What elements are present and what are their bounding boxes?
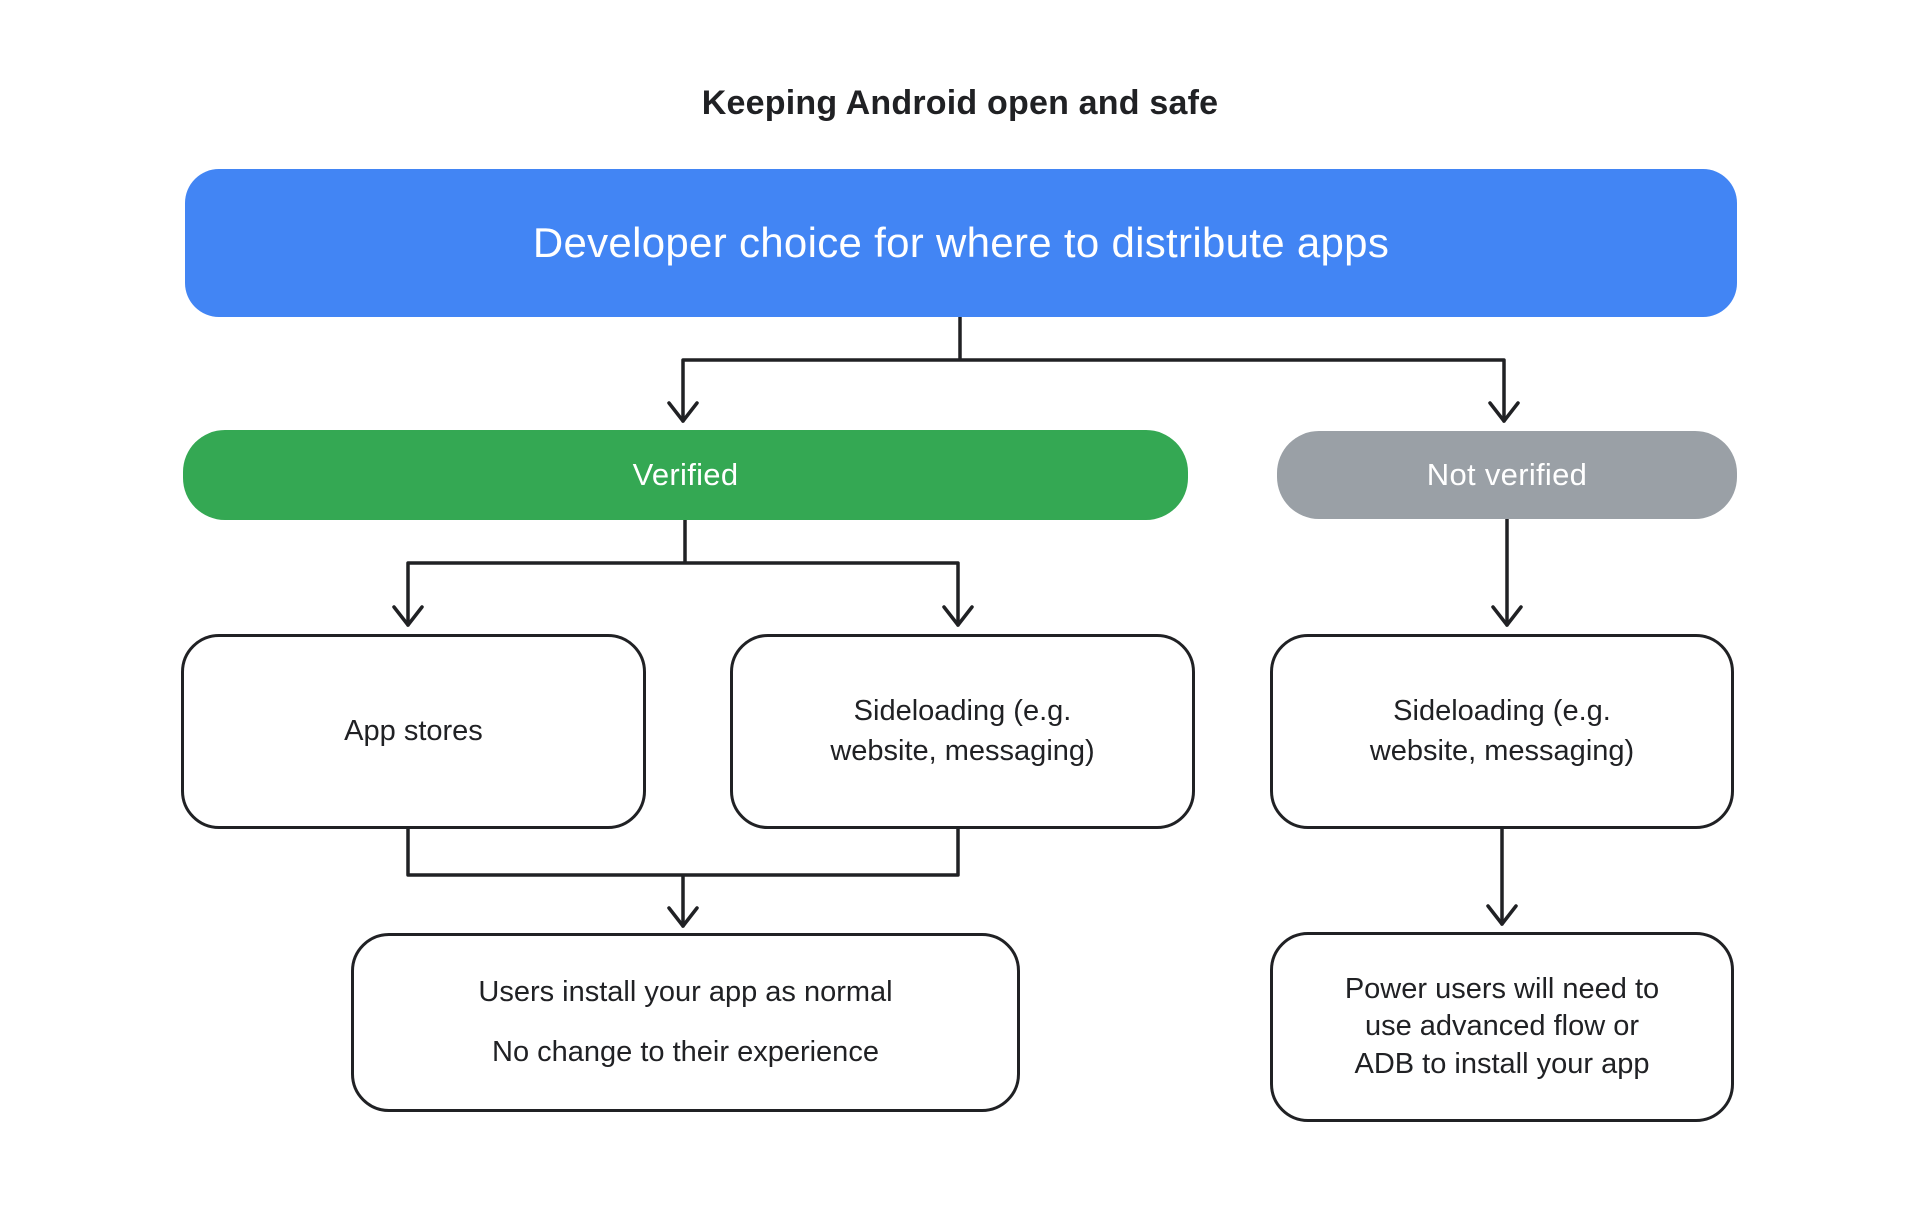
not-verified-node-label: Not verified bbox=[1426, 457, 1588, 492]
connector-sideloading-to-power-users bbox=[1486, 827, 1518, 926]
connector-line bbox=[681, 315, 1506, 423]
users-install-node: Users install your app as normal No chan… bbox=[351, 933, 1020, 1112]
node-line: Power users will need to bbox=[1344, 973, 1660, 1006]
connector-root-split bbox=[667, 315, 1520, 423]
app-stores-node: App stores bbox=[181, 634, 646, 829]
node-line: ADB to install your app bbox=[1354, 1047, 1650, 1080]
root-node: Developer choice for where to distribute… bbox=[185, 169, 1737, 317]
arrow-head-icon bbox=[667, 906, 699, 928]
root-node-label: Developer choice for where to distribute… bbox=[532, 219, 1390, 266]
connector-verified-split bbox=[392, 518, 974, 627]
verified-node: Verified bbox=[183, 430, 1188, 520]
connector-line bbox=[406, 518, 960, 627]
connector-line bbox=[406, 827, 960, 928]
node-line: Sideloading (e.g. bbox=[853, 695, 1072, 728]
arrow-head-icon bbox=[1486, 904, 1518, 926]
node-line: Users install your app as normal bbox=[478, 976, 893, 1009]
node-line: Sideloading (e.g. bbox=[1393, 695, 1611, 728]
arrow-head-icon bbox=[392, 605, 424, 627]
node-line: No change to their experience bbox=[492, 1035, 879, 1068]
arrow-head-icon bbox=[1491, 605, 1523, 627]
not-verified-node: Not verified bbox=[1277, 431, 1737, 519]
sideloading-verified-node: Sideloading (e.g. website, messaging) bbox=[730, 634, 1195, 829]
arrow-head-icon bbox=[667, 401, 699, 423]
connector-not-verified-to-sideloading bbox=[1491, 517, 1523, 627]
app-stores-node-label: App stores bbox=[344, 714, 483, 747]
arrow-head-icon bbox=[1488, 401, 1520, 423]
node-line: website, messaging) bbox=[830, 734, 1095, 767]
arrow-head-icon bbox=[942, 605, 974, 627]
power-users-node: Power users will need to use advanced fl… bbox=[1270, 932, 1734, 1122]
verified-node-label: Verified bbox=[632, 457, 739, 492]
diagram-title: Keeping Android open and safe bbox=[701, 84, 1219, 122]
node-line: use advanced flow or bbox=[1364, 1010, 1640, 1043]
node-line: website, messaging) bbox=[1369, 734, 1635, 767]
sideloading-not-verified-node: Sideloading (e.g. website, messaging) bbox=[1270, 634, 1734, 829]
connector-merge-to-users-install bbox=[406, 827, 960, 928]
